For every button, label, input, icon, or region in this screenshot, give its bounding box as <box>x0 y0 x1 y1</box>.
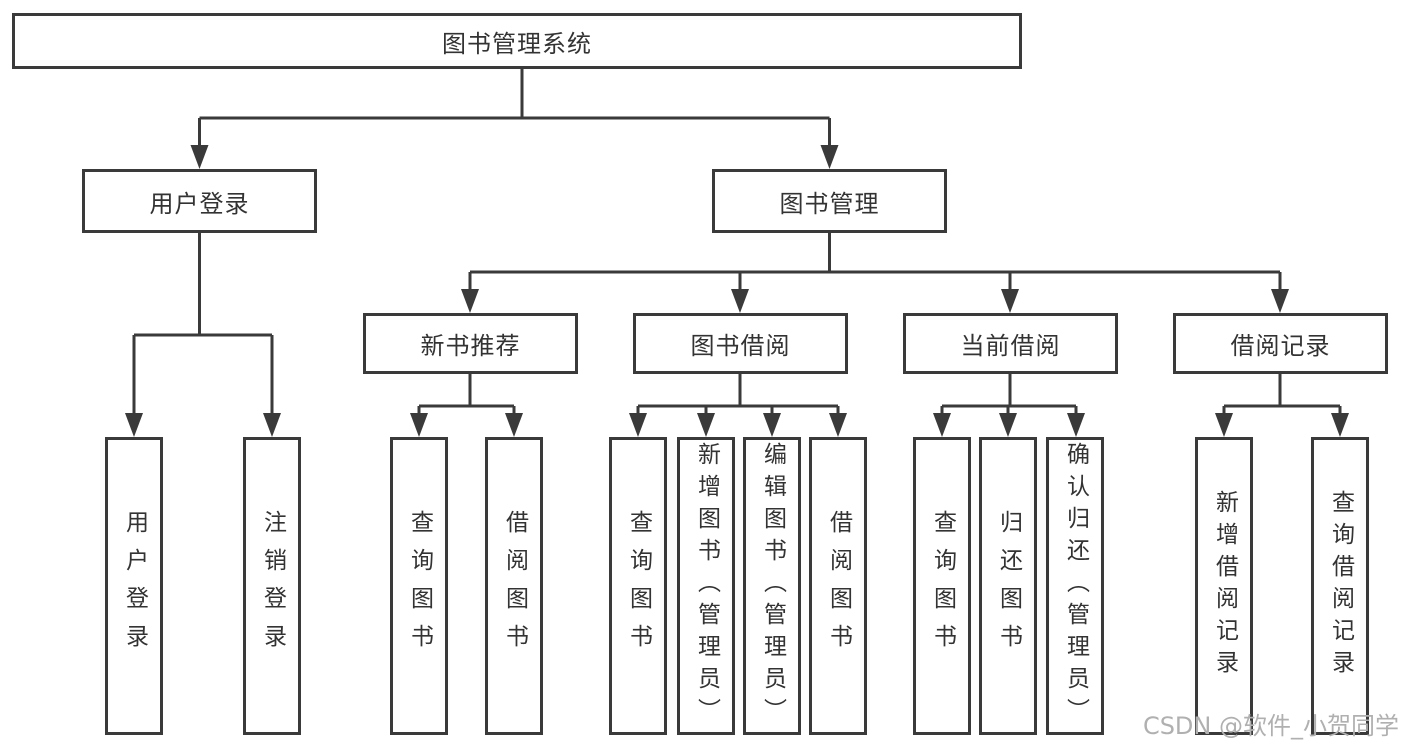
arrowhead <box>410 413 523 437</box>
leaf-return-books-label: 归还图书 <box>995 510 1022 662</box>
line <box>132 233 274 414</box>
node-root-label: 图书管理系统 <box>442 29 592 58</box>
node-book-management: 图书管理 <box>712 169 947 233</box>
leaf-add-borrow-record-label: 新增借阅记录 <box>1211 490 1238 682</box>
arrowhead <box>461 289 1289 313</box>
arrowhead <box>933 413 1085 437</box>
arrowhead <box>125 413 281 437</box>
leaf-edit-books-admin-label: 编辑图书（管理员） <box>759 442 786 730</box>
node-borrow-records: 借阅记录 <box>1173 313 1388 374</box>
connector-current-borrow-children <box>933 373 1085 437</box>
leaf-borrow-books-recommend: 借阅图书 <box>485 437 543 735</box>
connector-book-management-children <box>461 233 1289 313</box>
line <box>198 68 831 146</box>
line <box>468 233 1282 290</box>
leaf-confirm-return-admin-label: 确认归还（管理员） <box>1062 442 1089 730</box>
leaf-return-books: 归还图书 <box>979 437 1037 735</box>
leaf-query-borrow-record-label: 查询借阅记录 <box>1327 490 1354 682</box>
arrowhead <box>1215 413 1349 437</box>
node-new-book-recommend: 新书推荐 <box>363 313 578 374</box>
leaf-user-login: 用户登录 <box>105 437 163 735</box>
leaf-borrow-books-borrow: 借阅图书 <box>809 437 867 735</box>
node-borrow-records-label: 借阅记录 <box>1230 332 1331 360</box>
connector-borrow-records-children <box>1215 373 1349 437</box>
node-book-management-label: 图书管理 <box>779 189 880 218</box>
leaf-query-books-recommend-label: 查询图书 <box>406 510 433 662</box>
node-root: 图书管理系统 <box>12 13 1022 69</box>
leaf-add-borrow-record: 新增借阅记录 <box>1195 437 1253 735</box>
leaf-logout-login: 注销登录 <box>243 437 301 735</box>
node-book-borrow-label: 图书借阅 <box>690 332 791 360</box>
leaf-add-books-admin: 新增图书（管理员） <box>677 437 735 735</box>
arrowhead <box>629 413 847 437</box>
node-book-borrow: 图书借阅 <box>633 313 848 374</box>
connector-root-to-level2 <box>190 68 839 169</box>
leaf-logout-login-label: 注销登录 <box>259 510 286 662</box>
line <box>636 373 840 414</box>
connector-user-login-children <box>125 233 281 437</box>
leaf-query-books-current-label: 查询图书 <box>929 510 956 662</box>
node-new-book-recommend-label: 新书推荐 <box>420 332 521 360</box>
arrowhead <box>190 145 839 169</box>
leaf-query-borrow-record: 查询借阅记录 <box>1311 437 1369 735</box>
leaf-confirm-return-admin: 确认归还（管理员） <box>1046 437 1104 735</box>
node-user-login-label: 用户登录 <box>149 189 250 218</box>
leaf-user-login-label: 用户登录 <box>121 510 148 662</box>
leaf-query-books-borrow-label: 查询图书 <box>625 510 652 662</box>
leaf-borrow-books-borrow-label: 借阅图书 <box>825 510 852 662</box>
node-user-login: 用户登录 <box>82 169 317 233</box>
leaf-add-books-admin-label: 新增图书（管理员） <box>693 442 720 730</box>
leaf-borrow-books-recommend-label: 借阅图书 <box>501 510 528 662</box>
csdn-watermark: CSDN @软件_小贺同学 <box>1142 712 1399 740</box>
leaf-query-books-current: 查询图书 <box>913 437 971 735</box>
line <box>1222 373 1342 414</box>
leaf-query-books-recommend: 查询图书 <box>390 437 448 735</box>
line <box>417 373 516 414</box>
leaf-edit-books-admin: 编辑图书（管理员） <box>743 437 801 735</box>
node-current-borrow-label: 当前借阅 <box>960 332 1061 360</box>
leaf-query-books-borrow: 查询图书 <box>609 437 667 735</box>
node-current-borrow: 当前借阅 <box>903 313 1118 374</box>
line <box>940 373 1078 414</box>
connector-new-book-recommend-children <box>410 373 523 437</box>
connector-book-borrow-children <box>629 373 847 437</box>
